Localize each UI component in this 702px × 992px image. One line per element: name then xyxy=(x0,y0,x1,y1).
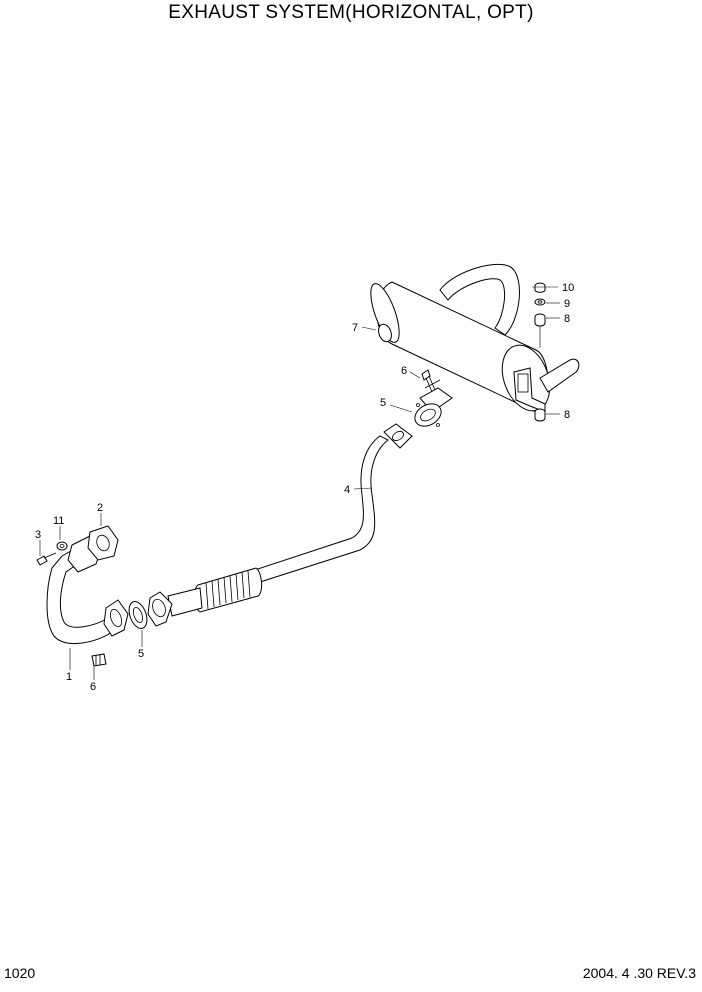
lower-gasket xyxy=(128,601,148,629)
stud-bolt xyxy=(36,552,57,566)
upper-gasket xyxy=(414,403,442,427)
tail-pipe xyxy=(147,423,413,627)
callout-6-lower: 6 xyxy=(90,681,96,693)
turbo-gasket xyxy=(87,525,119,561)
leader-lines xyxy=(39,286,560,680)
callout-3: 3 xyxy=(35,529,41,541)
callout-8-lower: 8 xyxy=(564,409,570,421)
spring-washer xyxy=(56,541,68,551)
callout-5-upper: 5 xyxy=(380,397,386,409)
callout-8-upper: 8 xyxy=(564,313,570,325)
mount-hardware xyxy=(534,282,546,422)
callout-10: 10 xyxy=(562,282,574,294)
callout-5-lower: 5 xyxy=(138,648,144,660)
front-elbow-pipe xyxy=(46,534,129,644)
upper-bolt xyxy=(421,369,436,393)
callout-1: 1 xyxy=(66,671,72,683)
callout-9: 9 xyxy=(564,298,570,310)
callouts: 7 6 5 4 10 9 8 8 2 11 3 1 5 6 xyxy=(35,282,574,693)
page-number: 1020 xyxy=(4,965,36,981)
revision-date: 2004. 4 .30 REV.3 xyxy=(582,965,696,981)
callout-2: 2 xyxy=(97,502,103,514)
callout-11: 11 xyxy=(53,515,64,527)
lower-bolt xyxy=(91,653,107,667)
page-title: EXHAUST SYSTEM(HORIZONTAL, OPT) xyxy=(168,2,534,23)
callout-7: 7 xyxy=(352,322,358,334)
callout-6-upper: 6 xyxy=(401,365,407,377)
muffler xyxy=(370,264,580,413)
callout-4: 4 xyxy=(344,484,350,496)
